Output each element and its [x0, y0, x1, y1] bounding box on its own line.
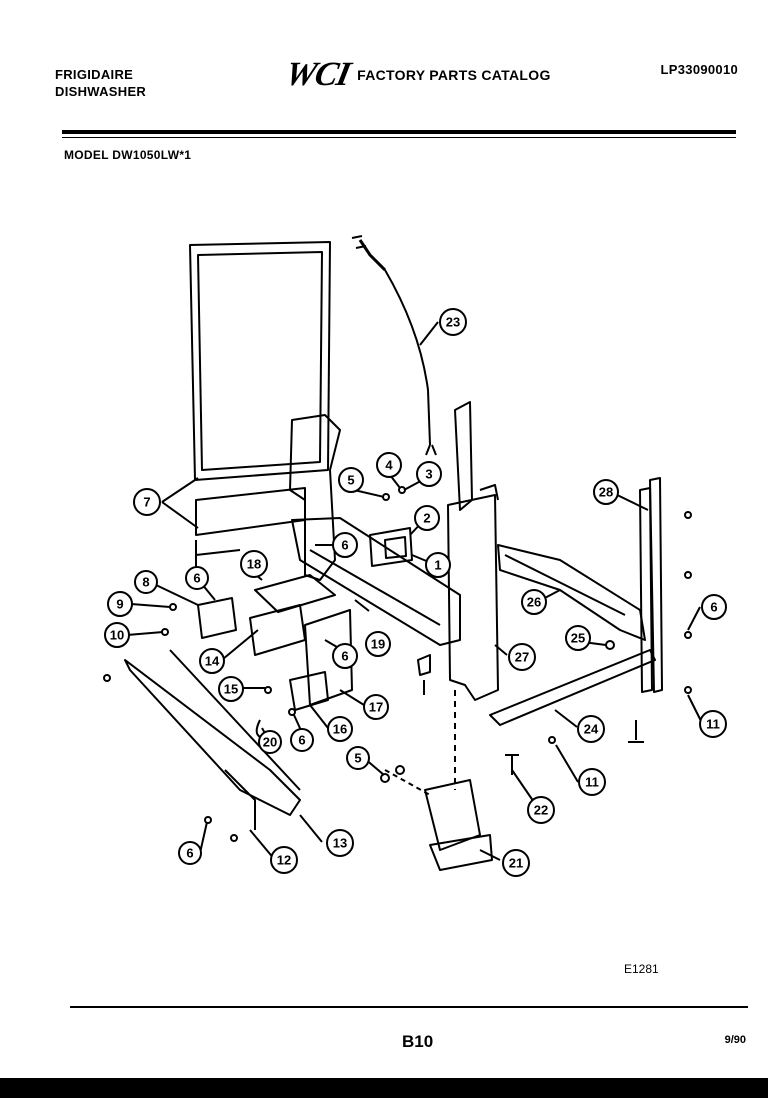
svg-text:2: 2 — [423, 511, 430, 526]
callout-11-center: 11 — [578, 768, 606, 796]
callout-13: 13 — [326, 829, 354, 857]
callout-2: 2 — [414, 505, 440, 531]
svg-text:3: 3 — [425, 467, 432, 482]
illustration-reference: E1281 — [624, 962, 659, 976]
callout-7: 7 — [133, 488, 161, 516]
svg-text:23: 23 — [446, 315, 460, 330]
page-number: B10 — [402, 1032, 434, 1051]
svg-text:26: 26 — [527, 595, 541, 610]
door-frame-part — [189, 241, 331, 481]
revision-date: 9/90 — [724, 1034, 746, 1046]
catalog-title: FACTORY PARTS CATALOG — [357, 67, 551, 83]
catalog-number: LP33090010 — [660, 62, 738, 77]
footer-rule — [70, 1006, 748, 1008]
svg-text:22: 22 — [534, 803, 548, 818]
svg-text:28: 28 — [599, 485, 613, 500]
svg-text:6: 6 — [710, 600, 717, 615]
svg-text:19: 19 — [371, 637, 385, 652]
svg-text:6: 6 — [341, 538, 348, 553]
svg-text:12: 12 — [277, 853, 291, 868]
svg-text:20: 20 — [263, 735, 277, 750]
svg-text:11: 11 — [585, 775, 599, 790]
svg-text:16: 16 — [333, 722, 347, 737]
callout-27: 27 — [508, 643, 536, 671]
callout-22: 22 — [527, 796, 555, 824]
svg-text:6: 6 — [186, 846, 193, 861]
brand-name: FRIGIDAIRE — [55, 67, 134, 82]
svg-text:27: 27 — [515, 650, 529, 665]
callout-8: 8 — [134, 570, 158, 594]
callout-20: 20 — [258, 730, 282, 754]
callout-19: 19 — [365, 631, 391, 657]
callout-6-left: 6 — [185, 566, 209, 590]
callout-6-center: 6 — [332, 532, 358, 558]
catalog-heading: WCI FACTORY PARTS CATALOG — [282, 56, 551, 94]
header-rule — [62, 130, 736, 134]
svg-text:21: 21 — [509, 856, 523, 871]
svg-text:6: 6 — [193, 571, 200, 586]
callout-4: 4 — [376, 452, 402, 478]
callout-24: 24 — [577, 715, 605, 743]
svg-text:15: 15 — [224, 682, 238, 697]
callout-25: 25 — [565, 625, 591, 651]
callout-14: 14 — [199, 648, 225, 674]
callout-16: 16 — [327, 716, 353, 742]
callout-17: 17 — [363, 694, 389, 720]
callout-23: 23 — [439, 308, 467, 336]
callout-3: 3 — [416, 461, 442, 487]
svg-text:7: 7 — [143, 495, 150, 510]
svg-text:1: 1 — [434, 558, 441, 573]
callout-15: 15 — [218, 676, 244, 702]
svg-text:25: 25 — [571, 631, 585, 646]
svg-text:5: 5 — [347, 473, 354, 488]
svg-text:18: 18 — [247, 557, 261, 572]
callout-1: 1 — [425, 552, 451, 578]
svg-text:4: 4 — [385, 458, 393, 473]
callout-6-lower: 6 — [290, 728, 314, 752]
callout-26: 26 — [521, 589, 547, 615]
svg-text:11: 11 — [706, 717, 720, 732]
scan-border — [0, 1078, 768, 1098]
svg-text:14: 14 — [205, 654, 220, 669]
svg-text:24: 24 — [584, 722, 599, 737]
brand-block: FRIGIDAIRE DISHWASHER — [55, 66, 146, 100]
header-rule-thin — [62, 137, 736, 138]
callout-18: 18 — [240, 550, 268, 578]
svg-text:6: 6 — [341, 649, 348, 664]
svg-text:13: 13 — [333, 836, 347, 851]
callout-12: 12 — [270, 846, 298, 874]
callout-10: 10 — [104, 622, 130, 648]
callout-21: 21 — [502, 849, 530, 877]
svg-text:9: 9 — [116, 597, 123, 612]
callout-6-right: 6 — [701, 594, 727, 620]
callout-labels: 7 23 5 4 3 2 1 6 28 26 6 25 27 24 11 11 … — [104, 308, 727, 877]
callout-9: 9 — [107, 591, 133, 617]
callout-28: 28 — [593, 479, 619, 505]
svg-text:5: 5 — [354, 751, 361, 766]
product-type: DISHWASHER — [55, 84, 147, 99]
callout-6-panel: 6 — [332, 643, 358, 669]
callout-11-right: 11 — [699, 710, 727, 738]
model-number: MODEL DW1050LW*1 — [64, 148, 192, 162]
svg-text:6: 6 — [298, 733, 305, 748]
svg-text:8: 8 — [142, 575, 149, 590]
callout-6-bottom: 6 — [178, 841, 202, 865]
svg-text:10: 10 — [110, 628, 124, 643]
svg-text:17: 17 — [369, 700, 383, 715]
callout-5-lower: 5 — [346, 746, 370, 770]
callout-5: 5 — [338, 467, 364, 493]
